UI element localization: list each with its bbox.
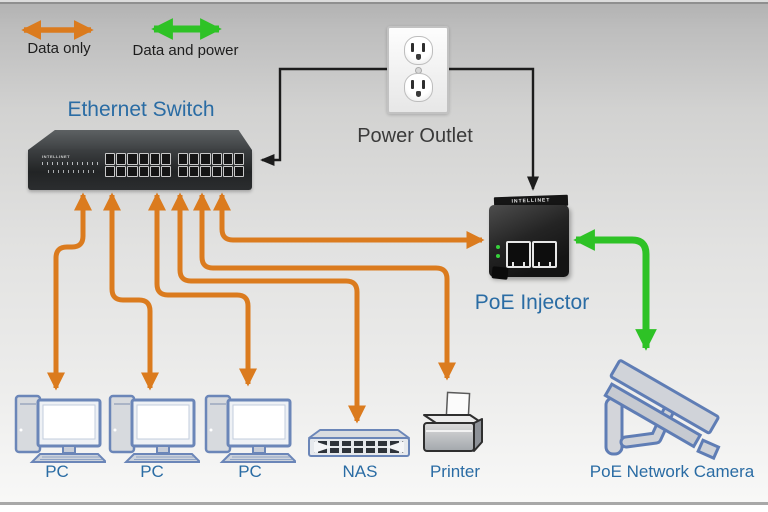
switch-port-bank-2 <box>178 153 244 177</box>
power-outlet-title: Power Outlet <box>357 125 473 147</box>
top-frame-line <box>0 2 768 4</box>
connector-switch-to-injector <box>213 192 485 250</box>
legend-data-only-label: Data only <box>27 40 91 57</box>
switch-front-face: INTELLINET <box>28 150 252 190</box>
connector-switch-to-printer <box>193 192 456 381</box>
switch-led-row <box>48 170 98 173</box>
bottom-margin <box>0 505 768 512</box>
connector-outlet-to-switch <box>260 67 392 166</box>
printer-label: Printer <box>429 462 481 481</box>
legend-data-and-power-label: Data and power <box>132 42 239 59</box>
power-outlet-icon <box>387 26 449 114</box>
top-hairline <box>0 0 768 2</box>
switch-brand-label: INTELLINET <box>42 154 71 159</box>
pc3-label: PC <box>238 462 262 481</box>
poe-injector-title: PoE Injector <box>474 291 590 314</box>
injector-led <box>496 245 500 249</box>
connector-switch-to-nas <box>171 192 366 424</box>
injector-rj45-port <box>506 241 531 268</box>
connector-switch-to-pc2 <box>103 192 159 391</box>
ethernet-switch-icon: INTELLINET <box>28 128 252 192</box>
connector-outlet-to-injector <box>440 67 539 191</box>
pc1-label: PC <box>45 462 69 481</box>
ethernet-switch-title: Ethernet Switch <box>67 98 215 121</box>
connector-switch-to-pc1 <box>46 192 93 391</box>
pc2-label: PC <box>140 462 164 481</box>
injector-foot <box>491 266 509 280</box>
nas-label: NAS <box>342 462 378 481</box>
injector-led <box>496 254 500 258</box>
bottom-frame-line <box>0 502 768 505</box>
outlet-receptacle-bottom <box>404 73 433 102</box>
outlet-receptacle-top <box>404 36 433 65</box>
connector-injector-to-camera <box>573 229 657 351</box>
switch-top-face <box>28 130 252 150</box>
switch-led-row <box>42 162 100 165</box>
poe-injector-icon <box>489 205 569 280</box>
poe-network-camera-label: PoE Network Camera <box>589 462 755 481</box>
injector-rj45-port <box>532 241 557 268</box>
switch-port-bank-1 <box>105 153 171 177</box>
